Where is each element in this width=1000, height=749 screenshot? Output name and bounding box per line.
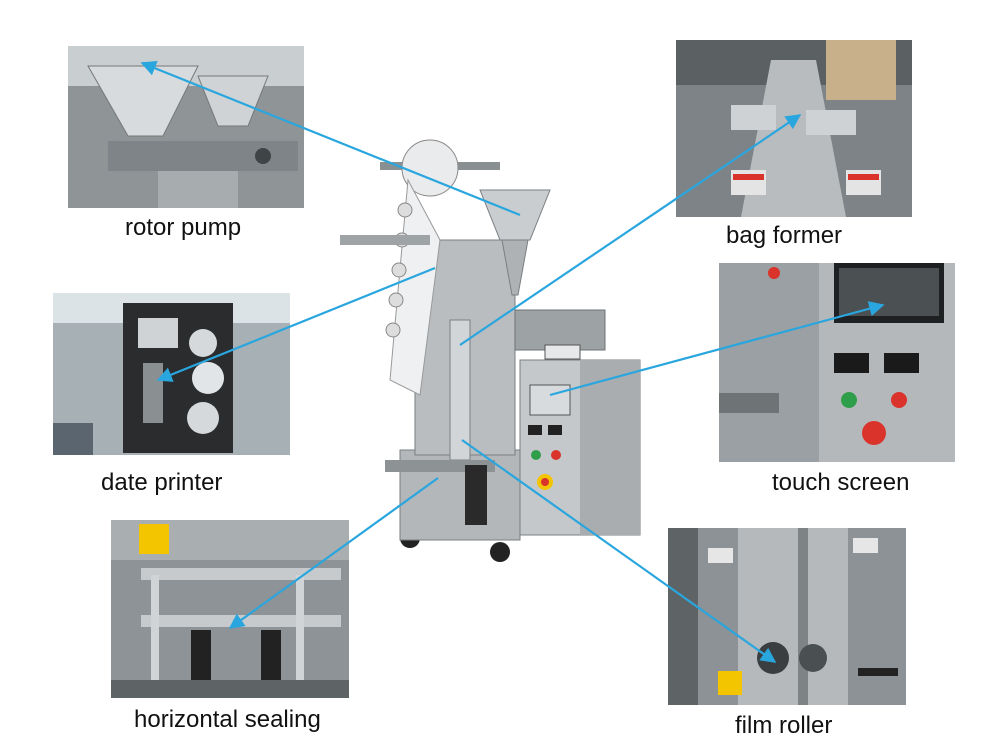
bag-former-photo-art	[676, 40, 912, 217]
label-film-roller: film roller	[735, 712, 833, 739]
label-touch-screen: touch screen	[772, 469, 910, 496]
wheel	[490, 542, 510, 562]
red-button	[551, 450, 561, 460]
photo-bag-former	[676, 40, 912, 217]
temp-controller	[548, 425, 562, 435]
label-date-printer: date printer	[101, 469, 223, 496]
emergency-stop-core	[541, 478, 549, 486]
photo-rotor-pump	[68, 46, 304, 208]
packaging-machine-illustration	[340, 139, 641, 562]
label-bag-former: bag former	[726, 222, 843, 249]
touch-screen-photo-art	[719, 263, 955, 462]
photo-date-printer	[53, 293, 290, 455]
green-button	[531, 450, 541, 460]
label-box	[544, 344, 581, 360]
date-printer-photo-art	[53, 293, 290, 455]
cabinet-side	[580, 360, 640, 535]
film-mark	[391, 262, 407, 278]
pump-housing	[514, 309, 606, 351]
film-roller-photo-art	[668, 528, 906, 705]
photo-film-roller	[668, 528, 906, 705]
photo-touch-screen	[719, 263, 955, 462]
photo-horizontal-sealing	[111, 520, 349, 698]
forming-tube	[449, 319, 471, 461]
temp-controller	[528, 425, 542, 435]
film-mark	[397, 202, 413, 218]
touch-panel	[529, 384, 571, 416]
rotor-pump-photo-art	[68, 46, 304, 208]
film-mark	[388, 292, 404, 308]
label-horizontal-sealing: horizontal sealing	[134, 706, 321, 733]
side-arm	[340, 235, 430, 245]
hopper	[479, 189, 551, 241]
cable-bundle	[465, 465, 487, 525]
horizontal-sealing-photo-art	[111, 520, 349, 698]
film-mark	[385, 322, 401, 338]
label-rotor-pump: rotor pump	[125, 214, 242, 241]
